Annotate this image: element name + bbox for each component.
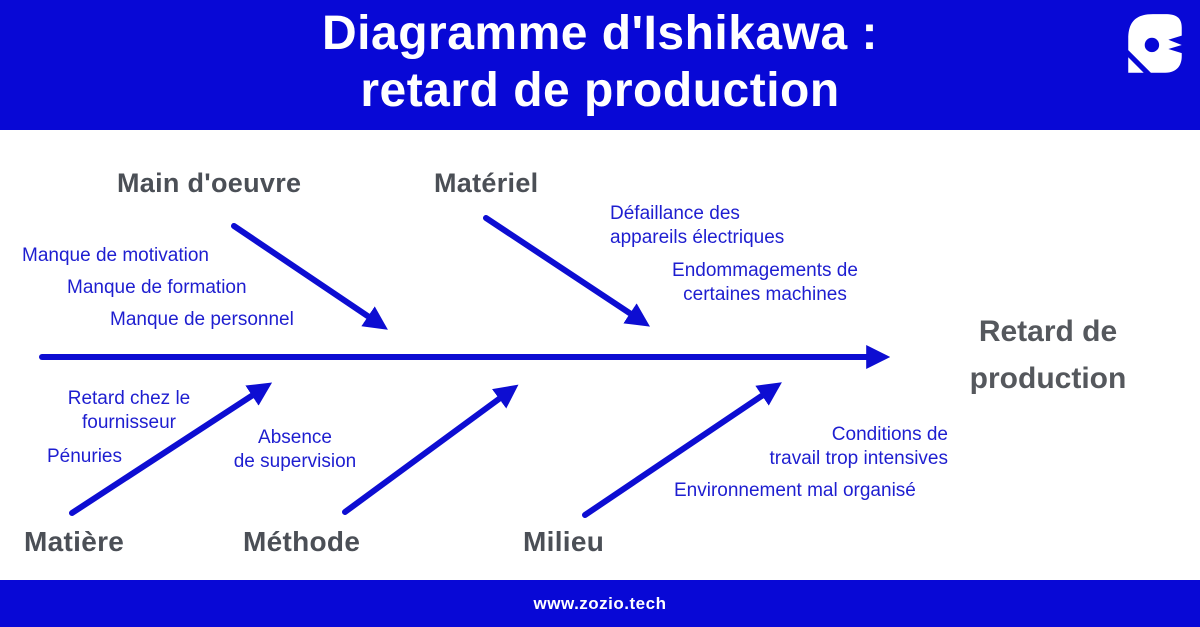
page-title-line-2: retard de production [360, 64, 840, 117]
cause-penuries: Pénuries [47, 446, 122, 467]
footer-band: www.zozio.tech [0, 580, 1200, 627]
website-url: www.zozio.tech [533, 593, 667, 613]
cause-manque-de-personnel: Manque de personnel [110, 309, 294, 330]
category-label-matiere: Matière [24, 526, 125, 557]
cause-manque-de-motivation: Manque de motivation [22, 245, 209, 266]
category-label-main-doeuvre: Main d'oeuvre [117, 168, 302, 198]
header-band: Diagramme d'Ishikawa : retard de product… [0, 0, 1200, 130]
category-label-milieu: Milieu [523, 526, 605, 557]
cause-manque-de-formation: Manque de formation [67, 277, 247, 298]
cause-absence-supervision: Absence de supervision [233, 427, 357, 472]
category-label-materiel: Matériel [434, 168, 539, 198]
effect-label: Retard de production [952, 308, 1144, 402]
branch-arrow-methode [342, 384, 519, 515]
effect-label-line-2: production [969, 362, 1127, 395]
zozio-bird-logo-icon [1124, 11, 1186, 83]
category-label-methode: Méthode [243, 526, 361, 557]
page-title-line-1: Diagramme d'Ishikawa : [322, 7, 878, 60]
cause-endommagements-machines: Endommagements de certaines machines [672, 260, 858, 305]
page-title: Diagramme d'Ishikawa : retard de product… [0, 5, 1200, 119]
branch-arrow-main-doeuvre [231, 223, 388, 330]
cause-retard-fournisseur: Retard chez le fournisseur [67, 388, 191, 433]
effect-label-line-1: Retard de [978, 315, 1118, 348]
cause-environnement-mal-organise: Environnement mal organisé [674, 480, 916, 501]
cause-conditions-travail: Conditions de travail trop intensives [769, 424, 948, 469]
cause-defaillance-appareils: Défaillance des appareils électriques [610, 203, 785, 248]
